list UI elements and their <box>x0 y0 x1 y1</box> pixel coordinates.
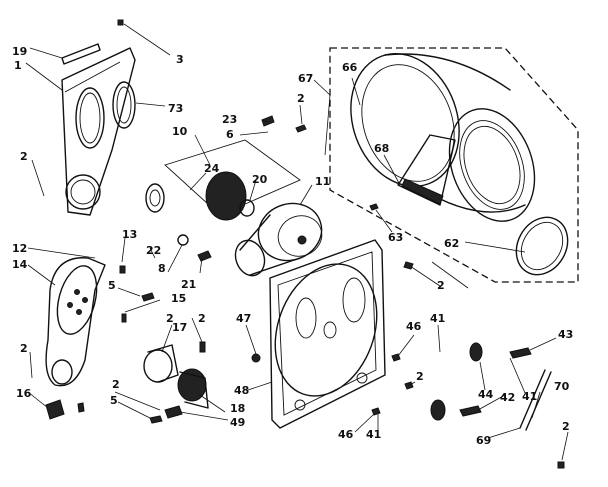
callout-5: 5 <box>108 279 116 292</box>
callout-23: 23 <box>222 113 237 126</box>
callout-73: 73 <box>168 102 183 115</box>
callout-5-b: 5 <box>110 394 118 407</box>
drum-assembly-group <box>329 47 579 283</box>
callout-20: 20 <box>252 173 268 186</box>
callout-41: 41 <box>430 312 445 325</box>
callout-1: 1 <box>14 59 22 72</box>
drum-support-rollers <box>119 261 565 469</box>
callout-19: 19 <box>12 45 27 58</box>
callout-2-g: 2 <box>112 378 120 391</box>
callout-10: 10 <box>172 125 188 138</box>
callout-41-c: 41 <box>366 428 381 441</box>
callout-22: 22 <box>146 244 161 257</box>
blower-wheel-assembly <box>145 115 307 221</box>
callout-67: 67 <box>298 72 313 85</box>
callout-42: 42 <box>500 391 515 404</box>
callout-68: 68 <box>374 142 389 155</box>
callout-21: 21 <box>181 278 196 291</box>
callout-46: 46 <box>406 320 422 333</box>
callout-41-b: 41 <box>522 390 537 403</box>
callout-2-f: 2 <box>20 342 28 355</box>
callout-48: 48 <box>234 384 249 397</box>
callout-46-b: 46 <box>338 428 354 441</box>
callout-2-d: 2 <box>166 312 174 325</box>
callout-43: 43 <box>558 328 573 341</box>
rear-bulkhead-panel <box>269 239 386 429</box>
callout-2-c: 2 <box>437 279 445 292</box>
callout-44: 44 <box>478 388 494 401</box>
blower-housing-assembly <box>61 19 136 216</box>
callout-15: 15 <box>171 292 186 305</box>
callout-17: 17 <box>172 321 187 334</box>
callout-62: 62 <box>444 237 459 250</box>
callout-8: 8 <box>158 262 166 275</box>
drive-motor <box>143 341 209 424</box>
callout-labels: 19 1 3 73 2 10 24 20 11 23 6 2 67 66 68 … <box>12 45 573 447</box>
callout-63: 63 <box>388 231 403 244</box>
callout-24: 24 <box>204 162 220 175</box>
callout-3: 3 <box>176 53 184 66</box>
callout-66: 66 <box>342 61 358 74</box>
callout-47: 47 <box>236 312 251 325</box>
callout-12: 12 <box>12 242 27 255</box>
motor-pulley-assembly <box>177 202 323 277</box>
callout-13: 13 <box>122 228 137 241</box>
callout-2-e: 2 <box>198 312 206 325</box>
callout-18: 18 <box>230 402 245 415</box>
callout-2-h: 2 <box>416 370 424 383</box>
front-blower-housing <box>45 257 106 420</box>
leader-lines <box>25 23 569 461</box>
callout-6: 6 <box>226 128 234 141</box>
callout-70: 70 <box>554 380 570 393</box>
callout-49: 49 <box>230 416 245 429</box>
callout-2-i: 2 <box>562 420 570 433</box>
callout-14: 14 <box>12 258 28 271</box>
callout-11: 11 <box>315 175 330 188</box>
callout-2-b: 2 <box>297 92 305 105</box>
callout-69: 69 <box>476 434 491 447</box>
callout-16: 16 <box>16 387 32 400</box>
callout-2: 2 <box>20 150 28 163</box>
